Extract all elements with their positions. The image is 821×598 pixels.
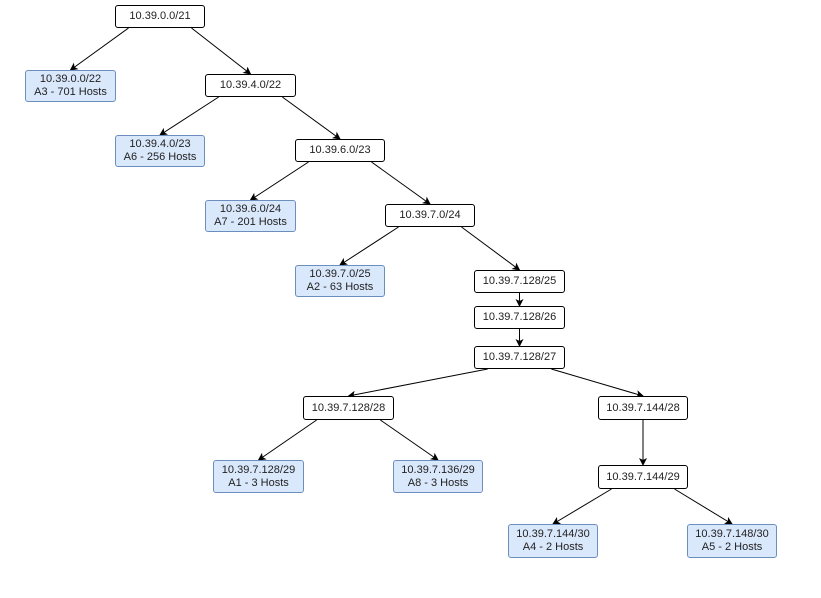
edge-n3-to-n5	[282, 96, 341, 140]
subnet-label: 10.39.7.144/29	[606, 470, 680, 483]
allocation-node-a4[interactable]: 10.39.7.144/30 A4 - 2 Hosts	[508, 524, 598, 558]
subnet-label: 10.39.7.0/24	[399, 209, 461, 221]
subnet-label: 10.39.6.0/24	[219, 203, 282, 215]
hosts-label: A6 - 256 Hosts	[123, 151, 197, 163]
subnet-label: 10.39.6.0/23	[309, 144, 371, 156]
allocation-node-a8[interactable]: 10.39.7.136/29 A8 - 3 Hosts	[393, 460, 483, 493]
edge-n1-to-n2	[69, 27, 129, 71]
subnet-node-10-39-4-0-22[interactable]: 10.39.4.0/22	[205, 74, 296, 97]
allocation-node-a5[interactable]: 10.39.7.148/30 A5 - 2 Hosts	[687, 524, 777, 558]
subnet-label: 10.39.7.148/30	[695, 528, 769, 540]
allocation-node-a2[interactable]: 10.39.7.0/25 A2 - 63 Hosts	[295, 265, 385, 297]
edge-n11-to-n13	[551, 368, 644, 398]
edge-n5-to-n7	[371, 161, 431, 205]
subnet-node-10-39-7-144-29[interactable]: 10.39.7.144/29	[598, 465, 688, 489]
hosts-label: A2 - 63 Hosts	[306, 281, 374, 293]
allocation-node-a1[interactable]: 10.39.7.128/29 A1 - 3 Hosts	[213, 460, 304, 493]
subnet-node-10-39-7-128-28[interactable]: 10.39.7.128/28	[303, 396, 394, 420]
allocation-node-a7[interactable]: 10.39.6.0/24 A7 - 201 Hosts	[205, 200, 296, 232]
allocation-node-a3[interactable]: 10.39.0.0/22 A3 - 701 Hosts	[25, 70, 116, 102]
hosts-label: A3 - 701 Hosts	[34, 86, 107, 98]
subnet-node-10-39-7-144-28[interactable]: 10.39.7.144/28	[598, 396, 688, 420]
hosts-label: A4 - 2 Hosts	[522, 541, 584, 553]
subnet-label: 10.39.7.144/28	[606, 401, 680, 414]
edge-n11-to-n12	[347, 368, 488, 399]
subnet-label: 10.39.0.0/22	[39, 73, 102, 85]
subnet-node-10-39-7-128-27[interactable]: 10.39.7.128/27	[474, 346, 565, 369]
allocation-node-a6[interactable]: 10.39.4.0/23 A6 - 256 Hosts	[115, 135, 205, 167]
subnet-label: 10.39.7.128/27	[482, 351, 557, 363]
edge-n3-to-n4	[159, 96, 219, 136]
subnet-node-10-39-7-128-25[interactable]: 10.39.7.128/25	[474, 270, 565, 293]
hosts-label: A7 - 201 Hosts	[214, 216, 287, 228]
edge-n1-to-n3	[191, 27, 252, 75]
subnet-label: 10.39.7.128/29	[221, 463, 296, 476]
subnet-label: 10.39.7.128/26	[482, 311, 557, 323]
subnet-label: 10.39.0.0/21	[129, 10, 191, 22]
edge-n5-to-n6	[249, 161, 309, 201]
edge-n16-to-n17	[552, 488, 612, 525]
edge-n12-to-n14	[257, 419, 317, 461]
hosts-label: A1 - 3 Hosts	[228, 476, 289, 489]
subnet-node-10-39-7-0-24[interactable]: 10.39.7.0/24	[385, 204, 475, 227]
edge-n7-to-n9	[461, 226, 521, 271]
subnet-label: 10.39.7.128/25	[482, 275, 557, 287]
subnet-label: 10.39.7.128/28	[311, 401, 386, 414]
subnet-label: 10.39.4.0/22	[219, 79, 282, 91]
edge-n16-to-n18	[674, 488, 733, 525]
subnet-node-10-39-6-0-23[interactable]: 10.39.6.0/23	[295, 139, 385, 162]
edge-n12-to-n15	[380, 419, 439, 461]
hosts-label: A5 - 2 Hosts	[701, 541, 763, 553]
edge-n7-to-n8	[339, 226, 399, 266]
subnet-label: 10.39.4.0/23	[129, 138, 191, 150]
subnet-label: 10.39.7.0/25	[309, 268, 371, 280]
subnet-label: 10.39.7.144/30	[516, 528, 590, 540]
subnet-node-10-39-0-0-21[interactable]: 10.39.0.0/21	[115, 5, 205, 28]
subnet-label: 10.39.7.136/29	[401, 463, 475, 476]
subnet-node-10-39-7-128-26[interactable]: 10.39.7.128/26	[474, 306, 565, 329]
hosts-label: A8 - 3 Hosts	[407, 476, 469, 489]
